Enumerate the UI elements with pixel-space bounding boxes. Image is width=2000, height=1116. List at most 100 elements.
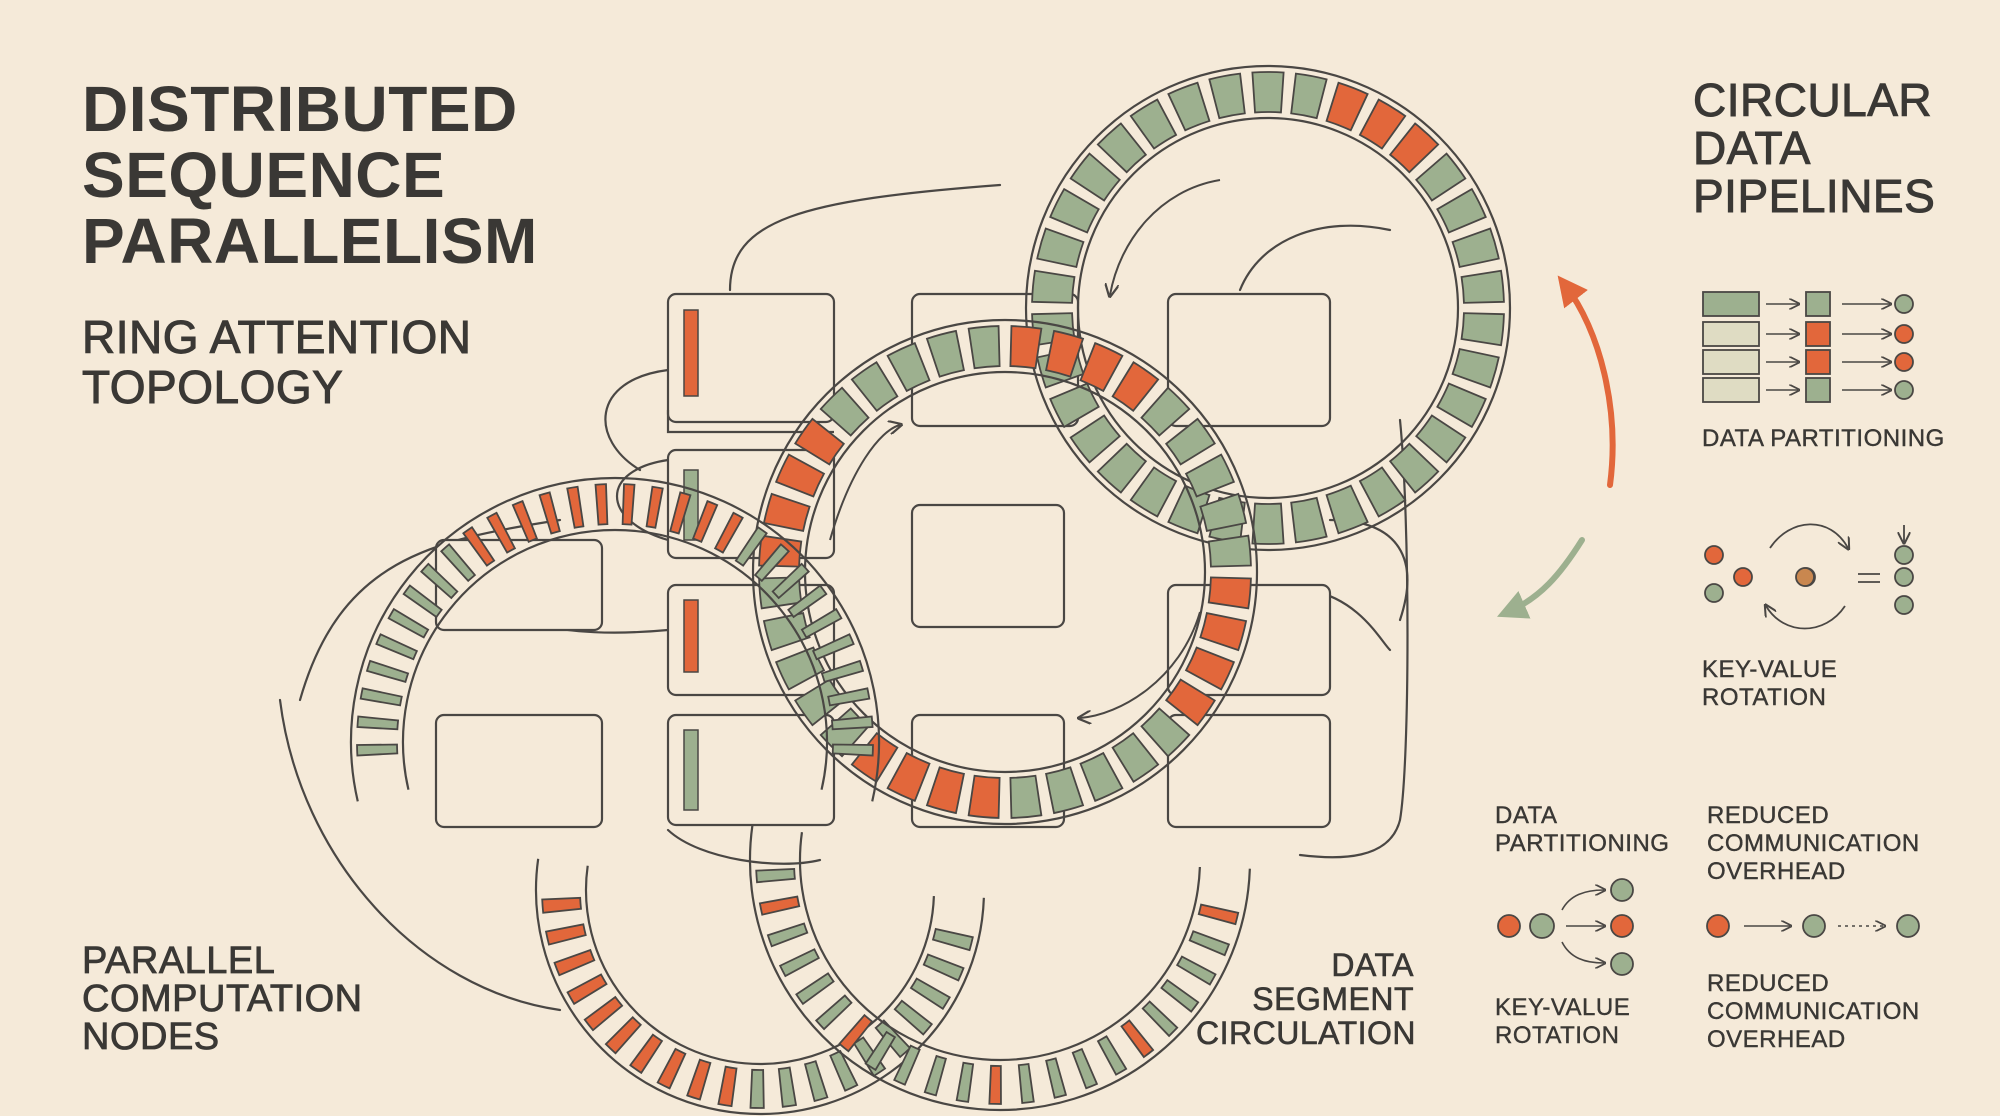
node-indicator	[683, 309, 699, 397]
flow-arrow	[1080, 611, 1201, 718]
label-line: COMPUTATION	[82, 978, 363, 1020]
ring-segment	[1111, 361, 1160, 413]
side-title-line: DATA	[1692, 122, 1811, 174]
partition-block	[1702, 377, 1760, 403]
ring-segment	[356, 715, 400, 731]
ring-segment	[771, 562, 810, 600]
ring-segment	[925, 329, 965, 378]
ring-segment	[717, 1065, 738, 1108]
partition-dot	[1894, 352, 1914, 372]
label-line: SEGMENT	[1252, 981, 1414, 1017]
ring-segment	[1071, 1047, 1099, 1090]
ring-segment	[925, 766, 965, 815]
ring-segment	[375, 633, 419, 661]
ring-segment	[753, 543, 791, 583]
ring-segment	[829, 1049, 859, 1092]
ring-segment	[1111, 731, 1160, 783]
ring-segment	[1460, 312, 1505, 347]
legend-label-kv-rotation: KEY-VALUE ROTATION	[1702, 656, 1837, 712]
legend-dot	[1610, 878, 1634, 902]
ring-segment	[1290, 496, 1328, 544]
ring-segment	[814, 994, 853, 1031]
ring-segment	[420, 562, 459, 600]
ring-segment	[1358, 98, 1407, 150]
legend-label-comm-overhead-2: REDUCED COMMUNICATION OVERHEAD	[1707, 970, 1920, 1054]
label-line: KEY-VALUE	[1495, 994, 1631, 1021]
ring-segment	[734, 526, 768, 567]
ring-segment	[1036, 227, 1085, 269]
kv-center-dot	[1795, 567, 1815, 587]
ring-segment	[1251, 502, 1285, 545]
ring-segment	[1188, 930, 1231, 957]
ring-segment	[365, 659, 410, 684]
ring-track	[1076, 116, 1460, 500]
ring-segment	[1031, 269, 1076, 304]
ring-segment	[1069, 414, 1122, 464]
ring-segment	[713, 511, 744, 554]
ring-segment	[691, 499, 719, 544]
label-line: REDUCED	[1707, 970, 1830, 997]
ring-segment	[1017, 1063, 1035, 1104]
legend-dot	[1610, 914, 1634, 938]
ring-segment	[594, 483, 609, 526]
ring-segment	[1460, 269, 1505, 304]
legend-dot	[1802, 914, 1826, 938]
label-line: DATA	[1331, 947, 1414, 983]
ring-segment	[583, 995, 624, 1032]
kv-dot	[1704, 545, 1724, 565]
ring-segment	[1388, 122, 1440, 174]
ring-segment	[1129, 98, 1178, 150]
comm-overhead-legend	[1706, 914, 1920, 938]
label-line: DATA	[1495, 802, 1558, 829]
green-flow-arrow	[1497, 537, 1585, 619]
kv-dot	[1894, 567, 1914, 587]
label-line: PARALLEL	[82, 940, 276, 982]
diagram-title: DISTRIBUTED SEQUENCE PARALLELISM	[82, 76, 538, 274]
kv-dot	[1894, 545, 1914, 565]
subtitle-line: TOPOLOGY	[82, 361, 344, 413]
partition-dot	[1894, 380, 1914, 400]
ring-segment	[1079, 341, 1124, 393]
compute-node	[910, 503, 1066, 629]
ring-segment	[787, 584, 828, 619]
title-line: SEQUENCE	[82, 139, 446, 211]
ring-segment	[1414, 152, 1467, 202]
ring-segment	[1096, 122, 1148, 174]
compute-node	[666, 713, 836, 827]
ring-segment	[893, 999, 934, 1036]
ring-segment	[831, 743, 874, 757]
label-line: OVERHEAD	[1707, 1026, 1846, 1053]
orange-flow-arrow	[1557, 275, 1616, 488]
ring-segment	[1141, 1000, 1179, 1038]
ring-segment	[749, 1068, 765, 1109]
ring-segment	[1388, 442, 1440, 494]
kv-dot	[1894, 595, 1914, 615]
subtitle-line: RING ATTENTION	[82, 311, 472, 363]
ring-segment	[604, 1016, 642, 1055]
label-line: DATA PARTITIONING	[1702, 425, 1945, 452]
partition-legend-2-arrows	[1561, 890, 1604, 963]
ring-segment	[439, 543, 477, 583]
partition-block	[1702, 321, 1760, 347]
legend-dot	[1610, 952, 1634, 976]
ring-segment	[566, 485, 585, 529]
partition-dot	[1894, 324, 1914, 344]
ring-segment	[778, 948, 821, 978]
ring-segment	[886, 751, 931, 803]
ring-segment	[1199, 492, 1248, 532]
ring-segment	[1325, 484, 1369, 535]
flow-arrow	[1110, 179, 1221, 295]
legend-label-data-partitioning: DATA PARTITIONING	[1702, 425, 1945, 453]
label-line: PARTITIONING	[1495, 830, 1670, 857]
label-line: NODES	[82, 1016, 220, 1058]
ring-segment	[387, 607, 430, 639]
diagram-subtitle: RING ATTENTION TOPOLOGY	[82, 311, 472, 413]
ring-segment	[1129, 466, 1178, 518]
ring-segment	[1045, 1057, 1068, 1099]
ring-segment	[774, 453, 826, 498]
ring-track	[751, 318, 1259, 826]
ring-segment	[1120, 1019, 1155, 1059]
compute-node	[1166, 292, 1332, 428]
label-line: COMMUNICATION	[1707, 830, 1920, 857]
